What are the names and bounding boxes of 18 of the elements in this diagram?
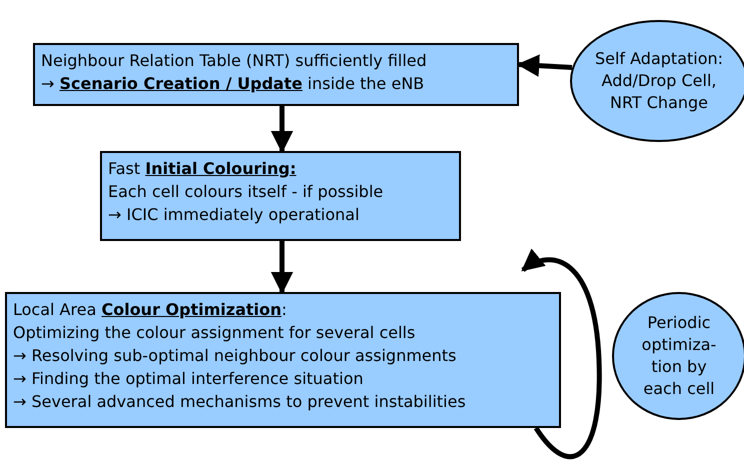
node-text: Fast Initial Colouring: xyxy=(108,158,298,180)
process-box xyxy=(33,43,519,106)
node-text: → Scenario Creation / Update inside the eNB xyxy=(41,73,426,95)
arrow xyxy=(270,106,294,154)
node-text: → ICIC immediately operational xyxy=(108,204,360,226)
node-text: Self Adaptation: Add/Drop Cell, NRT Change xyxy=(594,48,724,114)
arrow xyxy=(270,241,294,294)
node-text: → Several advanced mechanisms to prevent instabilities xyxy=(13,391,467,413)
node-text: → Finding the optimal interference situation xyxy=(13,368,364,390)
node-text: Local Area Colour Optimization: xyxy=(13,299,288,321)
process-box xyxy=(5,292,561,428)
process-box xyxy=(100,151,461,241)
node-text: Neighbour Relation Table (NRT) sufficiently filled xyxy=(41,50,428,72)
node-text: Each cell colours itself - if possible xyxy=(108,181,384,203)
node-text: → Resolving sub-optimal neighbour colour assignments xyxy=(13,345,458,367)
node-text: Optimizing the colour assignment for several cells xyxy=(13,322,416,344)
cycle-arrow xyxy=(521,249,602,460)
node-text: Periodic optimiza- tion by each cell xyxy=(640,312,718,400)
